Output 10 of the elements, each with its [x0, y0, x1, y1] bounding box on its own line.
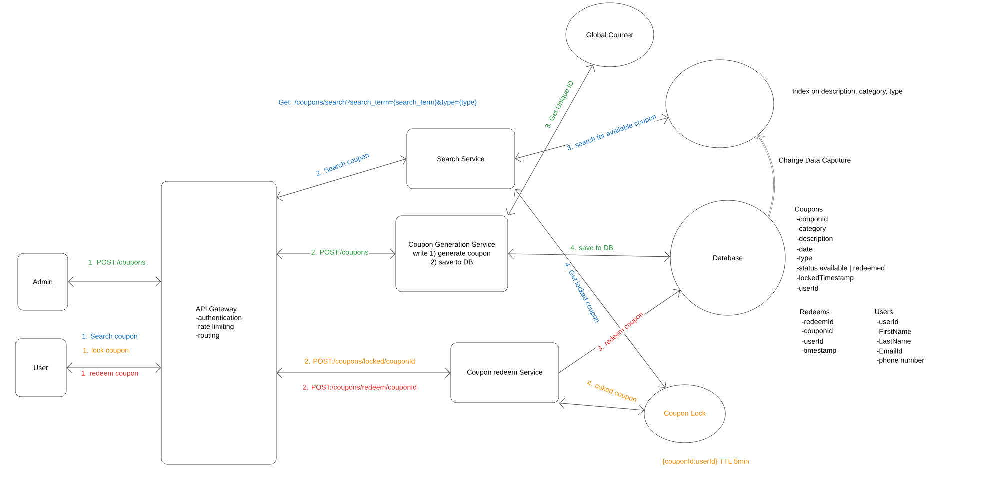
store-circle: [666, 60, 774, 148]
arrow: [559, 398, 644, 416]
arrow: [66, 362, 162, 374]
arrow: [508, 248, 670, 262]
arrow: [756, 135, 776, 218]
arrow: [276, 155, 407, 202]
arrow: [514, 189, 667, 388]
arrow: [68, 276, 162, 288]
arrow: [276, 368, 451, 378]
arrow: [506, 64, 596, 216]
